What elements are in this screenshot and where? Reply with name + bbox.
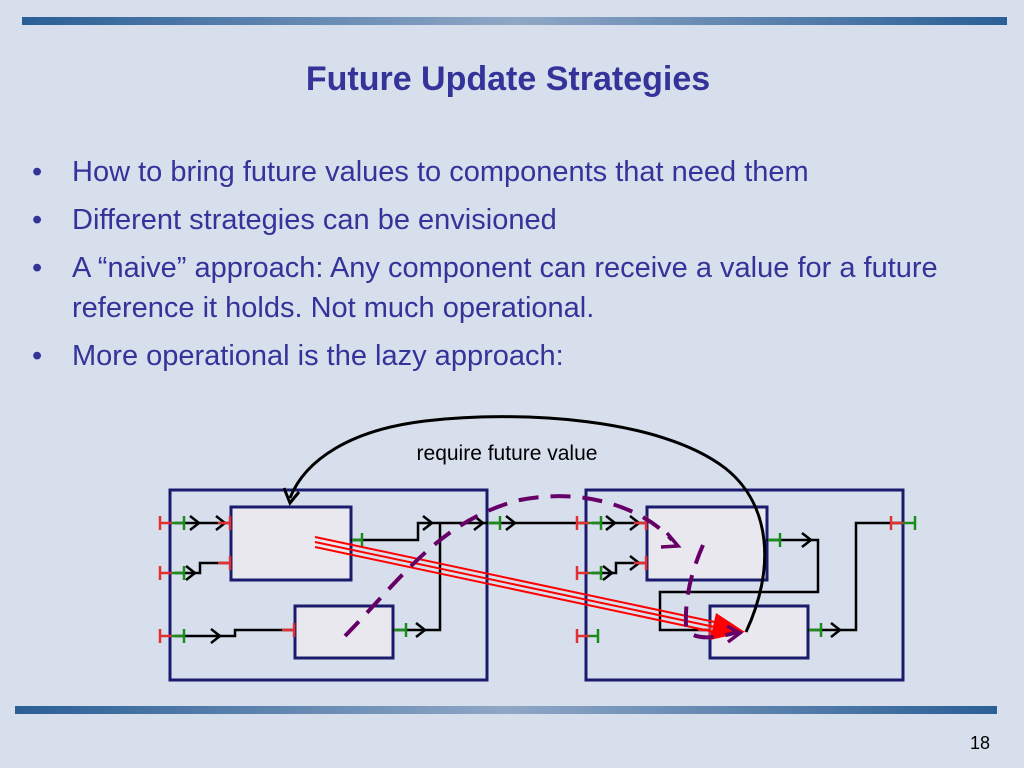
provided-ports xyxy=(172,516,917,643)
bullet-item: A “naive” approach: Any component can re… xyxy=(32,248,992,328)
bullet-list: How to bring future values to components… xyxy=(32,152,992,384)
wire-arrowheads xyxy=(185,515,843,644)
component-left-a xyxy=(229,505,353,582)
bullet-item: Different strategies can be envisioned xyxy=(32,200,992,240)
component-left-b xyxy=(293,604,395,660)
composite-left xyxy=(168,488,489,682)
require-future-value-label: require future value xyxy=(417,442,598,465)
bullet-item: How to bring future values to components… xyxy=(32,152,992,192)
lazy-request-path xyxy=(343,494,744,644)
page-number: 18 xyxy=(969,733,990,753)
require-future-value-curve xyxy=(282,415,767,633)
component-right-a xyxy=(645,505,769,582)
bullet-item: More operational is the lazy approach: xyxy=(32,336,992,376)
slide-title: Future Update Strategies xyxy=(305,60,711,98)
top-rule xyxy=(22,17,1007,25)
required-ports xyxy=(158,516,903,643)
bottom-rule xyxy=(15,706,997,714)
future-value-update-arrow xyxy=(314,536,745,640)
